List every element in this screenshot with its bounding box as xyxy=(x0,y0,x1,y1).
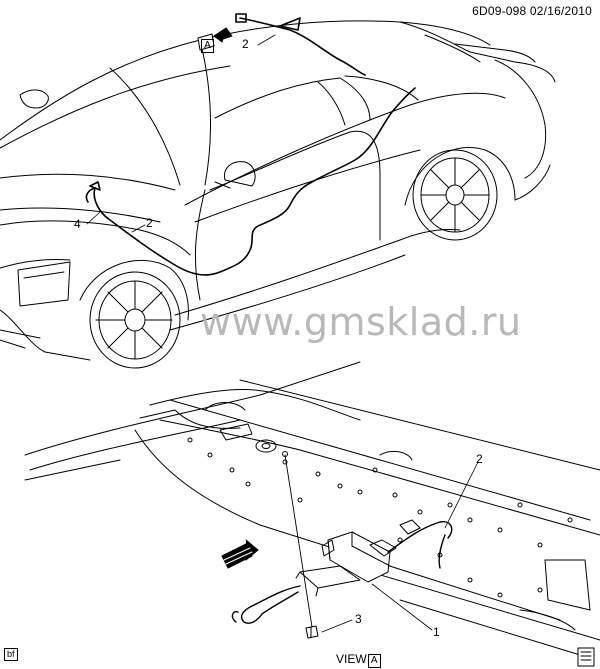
module-harness xyxy=(231,521,453,624)
callout-2-bottom: 2 xyxy=(476,452,483,466)
car-wiring-harness xyxy=(85,13,416,276)
view-arrow-icon xyxy=(197,27,233,51)
callout-2-mid: 2 xyxy=(146,216,153,230)
document-corner-icon xyxy=(577,647,595,667)
watermark: www.gmsklad.ru xyxy=(200,300,522,344)
view-marker-top-letter: A xyxy=(201,39,214,53)
control-module xyxy=(295,519,421,597)
callout-1: 1 xyxy=(433,625,440,639)
callout-4: 4 xyxy=(74,217,81,231)
callout-2-top: 2 xyxy=(242,37,249,51)
leader-lines xyxy=(86,34,479,633)
callout-3: 3 xyxy=(355,612,362,626)
document-id: 6D09-098 02/16/2010 xyxy=(472,4,592,18)
floor-view-arrow-icon xyxy=(221,539,259,569)
corner-tag: bf xyxy=(4,648,18,661)
view-marker-top: A xyxy=(200,37,214,53)
view-label-letter: A xyxy=(367,654,381,668)
bolt-fastener xyxy=(284,454,319,639)
view-label-text: VIEW xyxy=(336,652,367,666)
floor-pan xyxy=(24,361,600,659)
